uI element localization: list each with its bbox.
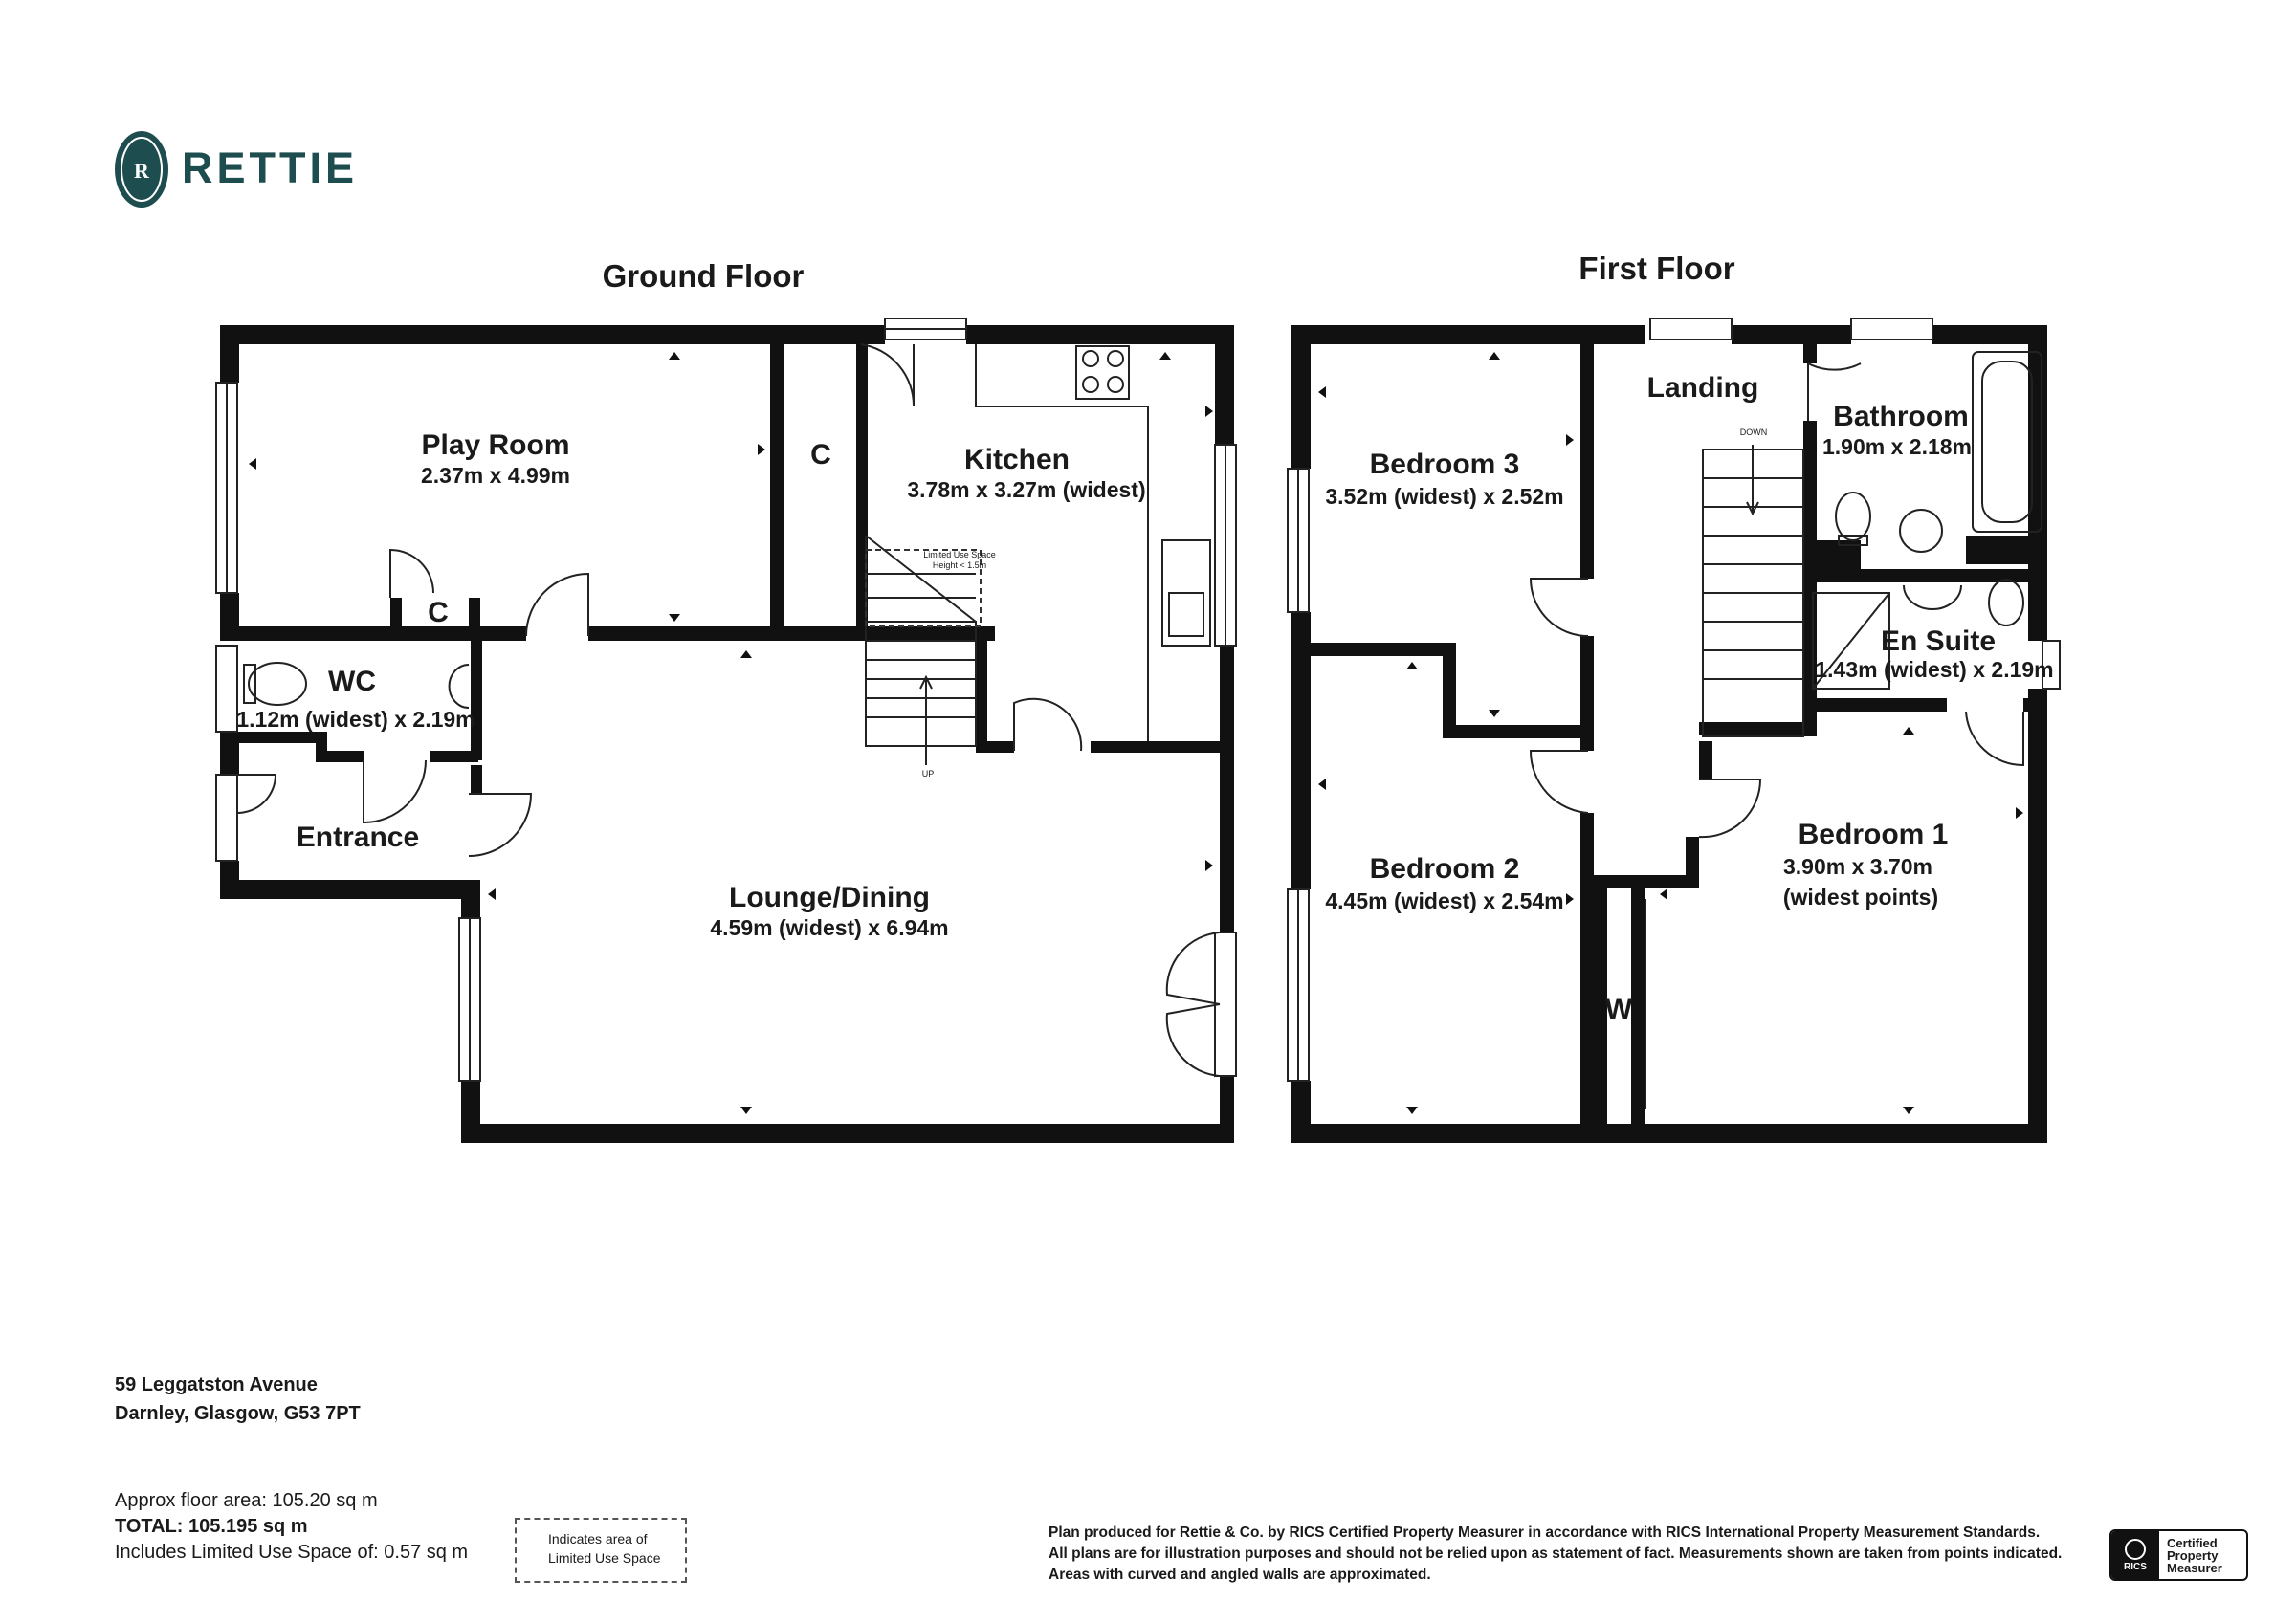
wc-dims: 1.12m (widest) x 2.19m (236, 707, 475, 732)
rettie-logo-icon: R (115, 131, 168, 208)
lounge-dims: 4.59m (widest) x 6.94m (710, 915, 948, 940)
bathroom-dims: 1.90m x 2.18m (1822, 434, 1972, 459)
bedroom2-name: Bedroom 2 (1370, 853, 1520, 885)
limited-use-area: Includes Limited Use Space of: 0.57 sq m (115, 1542, 469, 1563)
bedroom2-dims: 4.45m (widest) x 2.54m (1325, 888, 1563, 913)
legend-line-2: Limited Use Space (548, 1550, 661, 1566)
ground-floor-walls (220, 325, 1234, 1143)
total-area: TOTAL: 105.195 sq m (115, 1516, 308, 1537)
measurement-markers (249, 352, 2023, 1114)
first-floor-fittings (1287, 318, 2061, 1109)
limited-use-legend: Indicates area of Limited Use Space (515, 1518, 687, 1583)
svg-text:R: R (134, 159, 150, 183)
bedroom1-note: (widest points) (1783, 885, 1938, 910)
first-floor-walls (1292, 325, 2047, 1143)
bedroom3-name: Bedroom 3 (1370, 449, 1520, 480)
play-room-dims: 2.37m x 4.99m (421, 463, 570, 488)
wc-name: WC (328, 666, 376, 697)
address-line-2: Darnley, Glasgow, G53 7PT (115, 1403, 361, 1424)
limited-use-height: Height < 1.5m (933, 560, 986, 570)
lounge-name: Lounge/Dining (729, 882, 930, 913)
kitchen-name: Kitchen (964, 444, 1070, 475)
ground-floor-title: Ground Floor (603, 258, 805, 294)
hall-cupboard-label: C (428, 597, 449, 628)
address-line-1: 59 Leggatston Avenue (115, 1374, 318, 1395)
bedroom1-name: Bedroom 1 (1799, 819, 1949, 850)
rics-seal-icon: RICS (2111, 1531, 2159, 1579)
first-floor-title: First Floor (1578, 251, 1734, 286)
landing-name: Landing (1647, 372, 1759, 404)
entrance-name: Entrance (297, 822, 419, 853)
disclaimer-line-3: Areas with curved and angled walls are a… (1049, 1567, 1431, 1583)
disclaimer-line-2: All plans are for illustration purposes … (1049, 1546, 2063, 1562)
rics-text: Certified Property Measurer (2159, 1537, 2222, 1574)
rics-line-1: Certified (2167, 1535, 2218, 1550)
rics-line-2: Property (2167, 1547, 2219, 1563)
approx-floor-area: Approx floor area: 105.20 sq m (115, 1490, 378, 1511)
ensuite-dims: 1.43m (widest) x 2.19m (1815, 657, 2053, 682)
rics-line-3: Measurer (2167, 1560, 2222, 1575)
stairs-down-label: DOWN (1740, 428, 1768, 437)
limited-use-label: Limited Use Space (923, 550, 996, 559)
rics-badge: RICS Certified Property Measurer (2109, 1529, 2248, 1581)
bedroom1-dims: 3.90m x 3.70m (1783, 854, 1932, 879)
stairs-up-label: UP (922, 769, 935, 779)
disclaimer-line-1: Plan produced for Rettie & Co. by RICS C… (1049, 1524, 2041, 1541)
play-room-name: Play Room (421, 429, 569, 461)
brand-name: RETTIE (182, 143, 359, 192)
limited-use-area-outline (865, 549, 982, 627)
plan-labels: Ground Floor First Floor Play Room 2.37m… (236, 251, 2053, 1025)
legend-line-1: Indicates area of (548, 1531, 648, 1546)
wardrobe-label: W (1605, 994, 1633, 1025)
disclaimer: Plan produced for Rettie & Co. by RICS C… (1049, 1523, 2062, 1586)
kitchen-dims: 3.78m x 3.27m (widest) (907, 477, 1145, 502)
bathroom-name: Bathroom (1833, 401, 1969, 432)
kitchen-cupboard-label: C (810, 439, 831, 471)
rics-seal-text: RICS (2124, 1561, 2147, 1572)
bedroom3-dims: 3.52m (widest) x 2.52m (1325, 484, 1563, 509)
ground-floor-fittings (215, 318, 1237, 1082)
ensuite-name: En Suite (1881, 625, 1996, 657)
